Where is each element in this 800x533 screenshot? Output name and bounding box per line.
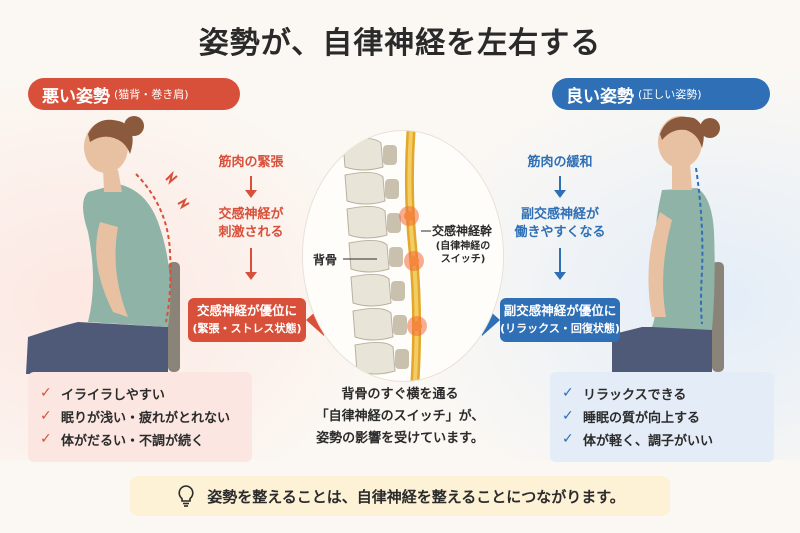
good-posture-heading: 良い姿勢 (正しい姿勢) [552,78,770,110]
list-item: ✓ イライラしやすい [40,382,240,405]
slouching-woman-illustration [26,116,190,374]
bad-effect-2: 眠りが浅い・疲れがとれない [61,411,231,426]
good-effect-1: リラックスできる [583,388,687,403]
good-posture-heading-sub: (正しい姿勢) [638,88,702,101]
footer-message-box: 姿勢を整えることは、自律神経を整えることにつながります。 [130,476,670,516]
bad-posture-heading: 悪い姿勢 (猫背・巻き肩) [28,78,240,110]
spine-illustration-frame [302,130,504,382]
good-arrow-2-line [559,248,561,272]
arrow-down-icon [245,272,257,280]
arrow-down-icon [245,190,257,198]
bad-arrow-1-line [250,176,252,190]
check-icon: ✓ [562,431,574,447]
check-icon: ✓ [40,431,52,447]
bad-state-line2: (緊張・ストレス状態) [192,322,302,335]
bad-effect-1: イライラしやすい [61,388,165,403]
bad-effect-3: 体がだるい・不調が続く [61,434,205,449]
upright-woman-illustration [612,116,724,374]
list-item: ✓ 体が軽く、調子がいい [562,428,762,451]
bad-state-box: 交感神経が優位に (緊張・ストレス状態) [188,298,306,342]
bad-state-line1: 交感神経が優位に [196,303,297,318]
list-item: ✓ 眠りが浅い・疲れがとれない [40,405,240,428]
check-icon: ✓ [562,385,574,401]
good-effect-2: 睡眠の質が向上する [583,411,701,426]
good-arrow-1-line [559,176,561,190]
arrow-down-icon [554,190,566,198]
lightbulb-icon [178,485,194,507]
arrow-down-icon [554,272,566,280]
good-effects-list: ✓ リラックスできる ✓ 睡眠の質が向上する ✓ 体が軽く、調子がいい [550,372,774,462]
bad-flow-step-1: 筋肉の緊張 [218,155,284,170]
center-text-line3: 姿勢の影響を受けています。 [316,431,484,446]
good-state-line1: 副交感神経が優位に [503,303,617,318]
list-item: ✓ リラックスできる [562,382,762,405]
spine-illustration [342,131,431,381]
page-title: 姿勢が、自律神経を左右する [198,26,602,61]
center-text-line1: 背骨のすぐ横を通る [341,387,459,402]
good-flow-step-2: 副交感神経が [520,207,599,222]
bad-flow-step-3: 刺激される [218,225,284,240]
good-flow-step-1: 筋肉の緩和 [527,155,593,170]
good-effect-3: 体が軽く、調子がいい [583,434,714,449]
bad-flow-step-2: 交感神経が [218,207,284,222]
good-posture-heading-label: 良い姿勢 [566,86,634,107]
list-item: ✓ 睡眠の質が向上する [562,405,762,428]
good-state-box: 副交感神経が優位に (リラックス・回復状態) [500,298,620,342]
list-item: ✓ 体がだるい・不調が続く [40,428,240,451]
footer-message: 姿勢を整えることは、自律神経を整えることにつながります。 [207,487,625,506]
good-flow-step-3: 働きやすくなる [514,225,606,240]
spine-label: 背骨 [313,253,338,267]
check-icon: ✓ [562,408,574,424]
bad-arrow-2-line [250,248,252,272]
check-icon: ✓ [40,408,52,424]
sympathetic-trunk-label: 交感神経幹 [432,224,493,238]
bad-posture-heading-label: 悪い姿勢 [42,86,110,107]
bad-effects-list: ✓ イライラしやすい ✓ 眠りが浅い・疲れがとれない ✓ 体がだるい・不調が続く [28,372,252,462]
check-icon: ✓ [40,385,52,401]
center-text-line2: 「自律神経のスイッチ」が、 [315,409,485,424]
sympathetic-trunk-sub2: スイッチ) [440,254,486,265]
sympathetic-trunk-sub1: (自律神経の [435,241,491,252]
center-explanation: 背骨のすぐ横を通る 「自律神経のスイッチ」が、 姿勢の影響を受けています。 [290,384,510,450]
bad-posture-heading-sub: (猫背・巻き肩) [114,88,189,101]
good-state-line2: (リラックス・回復状態) [500,322,620,335]
